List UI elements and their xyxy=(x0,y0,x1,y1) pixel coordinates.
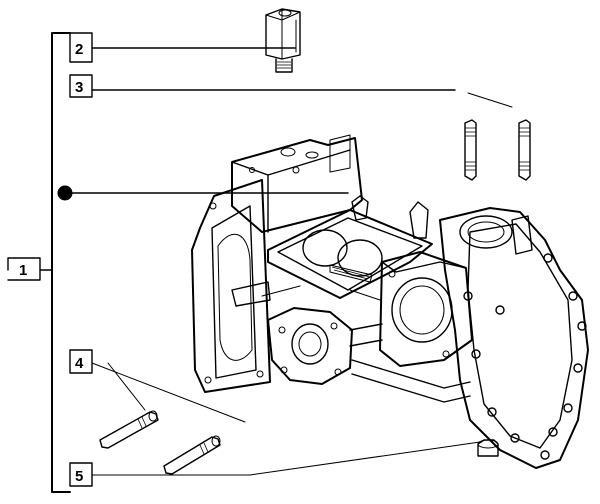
callout-5: 5 xyxy=(69,441,481,487)
dowel-pin-lower xyxy=(163,435,221,475)
callout-1: 1 xyxy=(7,257,53,281)
leader-line-3-tail xyxy=(467,92,513,108)
stud-bolt-left xyxy=(464,119,477,181)
callout-1-label: 1 xyxy=(19,262,27,279)
callout-4: 4 xyxy=(69,349,246,423)
stud-bolt-right xyxy=(518,119,531,181)
leader-line-4b xyxy=(107,362,146,411)
callout-2: 2 xyxy=(69,32,296,63)
gearbox-housing xyxy=(191,134,589,469)
callout-2-label: 2 xyxy=(75,41,83,58)
leader-line-4a xyxy=(91,362,246,423)
callout-3: 3 xyxy=(69,74,513,108)
assembly-bracket xyxy=(51,32,71,493)
assembly-marker xyxy=(57,185,349,201)
callout-3-label: 3 xyxy=(75,79,83,96)
leader-line-5 xyxy=(91,441,481,476)
drain-plug xyxy=(477,439,499,457)
hex-union-fitting xyxy=(265,8,301,73)
callout-4-label: 4 xyxy=(75,355,84,372)
dowel-pin-upper xyxy=(99,410,159,449)
callout-5-label: 5 xyxy=(75,468,83,485)
